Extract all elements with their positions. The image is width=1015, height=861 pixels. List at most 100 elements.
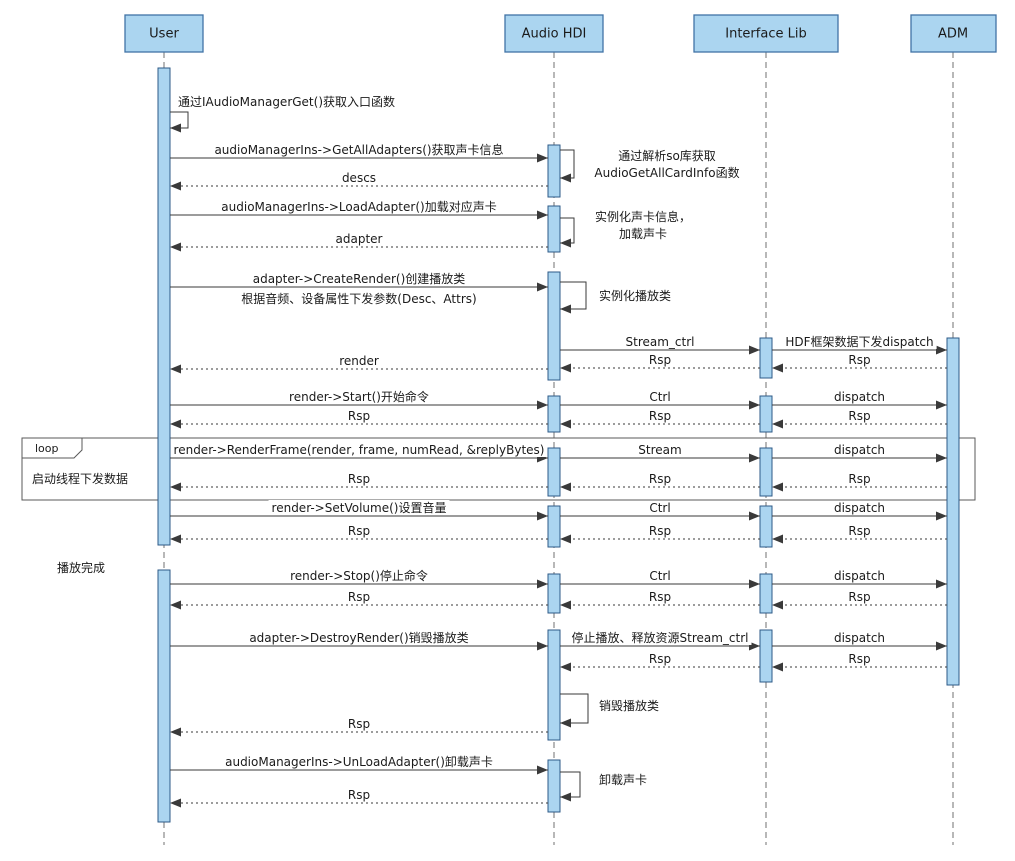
activation-bar [157, 569, 171, 823]
label-background [344, 472, 374, 486]
activation-bar [759, 337, 773, 379]
note-text: AudioGetAllCardInfo函数 [594, 165, 739, 180]
activation-bar [946, 337, 960, 686]
free-text: 播放完成 [57, 560, 105, 575]
message-label: render->Start()开始命令 [289, 389, 429, 404]
activation-bar [547, 271, 561, 381]
label-background [246, 630, 472, 645]
message-label: dispatch [834, 390, 885, 404]
activation-bar [547, 205, 561, 253]
label-background [646, 390, 674, 404]
message-label: render->Stop()停止命令 [290, 568, 428, 583]
activation-bar [547, 759, 561, 813]
message-label: Rsp [348, 524, 370, 538]
label-background [830, 443, 889, 457]
message-label: descs [342, 171, 376, 185]
message-label: Rsp [348, 788, 370, 802]
label-background [845, 590, 874, 604]
label-background [645, 472, 675, 486]
message-label: Ctrl [649, 390, 670, 404]
activation-bar [759, 505, 773, 548]
note-text: 卸载声卡 [599, 772, 647, 787]
message-label: Ctrl [649, 569, 670, 583]
note-text: 实例化声卡信息， [595, 209, 691, 224]
message-label: Rsp [848, 652, 870, 666]
message-label: adapter [336, 232, 383, 246]
lifeline-name: Audio HDI [522, 27, 587, 42]
lifeline-head [910, 14, 997, 53]
message-label: Rsp [348, 472, 370, 486]
message-label: Rsp [649, 353, 671, 367]
label-background [338, 171, 380, 185]
label-background [845, 652, 874, 666]
activation-bar [759, 629, 773, 683]
label-background [830, 631, 889, 645]
label-background [344, 409, 374, 423]
self-message-arrow [560, 149, 575, 183]
message-label: dispatch [834, 631, 885, 645]
label-background [845, 524, 874, 538]
label-background [845, 353, 874, 367]
message-label: Rsp [848, 353, 870, 367]
message-label: Stream [638, 443, 681, 457]
self-message-arrow [560, 217, 575, 248]
message-label: render [339, 354, 379, 368]
message-label: Stream_ctrl [626, 335, 695, 349]
message-label: Rsp [649, 409, 671, 423]
self-message-arrow [170, 111, 189, 133]
label-background [845, 409, 874, 423]
message-label: audioManagerIns->UnLoadAdapter()卸载声卡 [225, 754, 493, 769]
message-label: Rsp [348, 590, 370, 604]
note-text: 实例化播放类 [599, 288, 671, 303]
label-background [782, 334, 937, 349]
label-background [222, 754, 496, 769]
label-background [646, 569, 674, 583]
lifeline-name: Interface Lib [725, 27, 806, 42]
activation-bar [547, 395, 561, 433]
message-label: Rsp [848, 524, 870, 538]
activation-bar [547, 629, 561, 741]
message-label: Rsp [848, 472, 870, 486]
label-background [218, 199, 500, 214]
message-label: Ctrl [649, 501, 670, 515]
note-text: 通过解析so库获取 [618, 148, 716, 163]
label-background [249, 271, 469, 286]
label-background [287, 568, 431, 583]
message-label: Rsp [649, 524, 671, 538]
message-label: render->SetVolume()设置音量 [272, 500, 447, 515]
message-label: render->RenderFrame(render, frame, numRe… [174, 443, 545, 457]
message-label: dispatch [834, 569, 885, 583]
label-background [845, 472, 874, 486]
lifeline-head [124, 14, 204, 53]
message-label: Rsp [848, 409, 870, 423]
self-message-label: 通过IAudioManagerGet()获取入口函数 [178, 94, 395, 109]
label-background [268, 500, 450, 515]
self-message-arrow [560, 693, 589, 728]
message-label: adapter->CreateRender()创建播放类 [253, 271, 466, 286]
loop-fragment-tab [21, 437, 83, 459]
loop-fragment-label: loop [35, 442, 59, 455]
label-background [830, 569, 889, 583]
message-label: audioManagerIns->GetAllAdapters()获取声卡信息 [214, 142, 503, 157]
label-background [645, 524, 675, 538]
lifeline-head [504, 14, 604, 53]
label-background [830, 390, 889, 404]
message-label: HDF框架数据下发dispatch [785, 334, 933, 349]
activation-bar [759, 573, 773, 614]
label-background [332, 232, 386, 246]
label-background [635, 443, 685, 457]
lifeline-name: ADM [938, 27, 968, 42]
label-background [344, 717, 374, 731]
label-background [645, 590, 675, 604]
label-background [336, 354, 382, 368]
activation-bar [547, 505, 561, 548]
label-background [645, 652, 675, 666]
label-background [645, 353, 675, 367]
message-label: audioManagerIns->LoadAdapter()加载对应声卡 [221, 199, 496, 214]
label-background [646, 501, 674, 515]
message-label: dispatch [834, 501, 885, 515]
self-message-arrow [560, 281, 587, 314]
message-label: dispatch [834, 443, 885, 457]
note-text: 加载声卡 [619, 227, 667, 241]
